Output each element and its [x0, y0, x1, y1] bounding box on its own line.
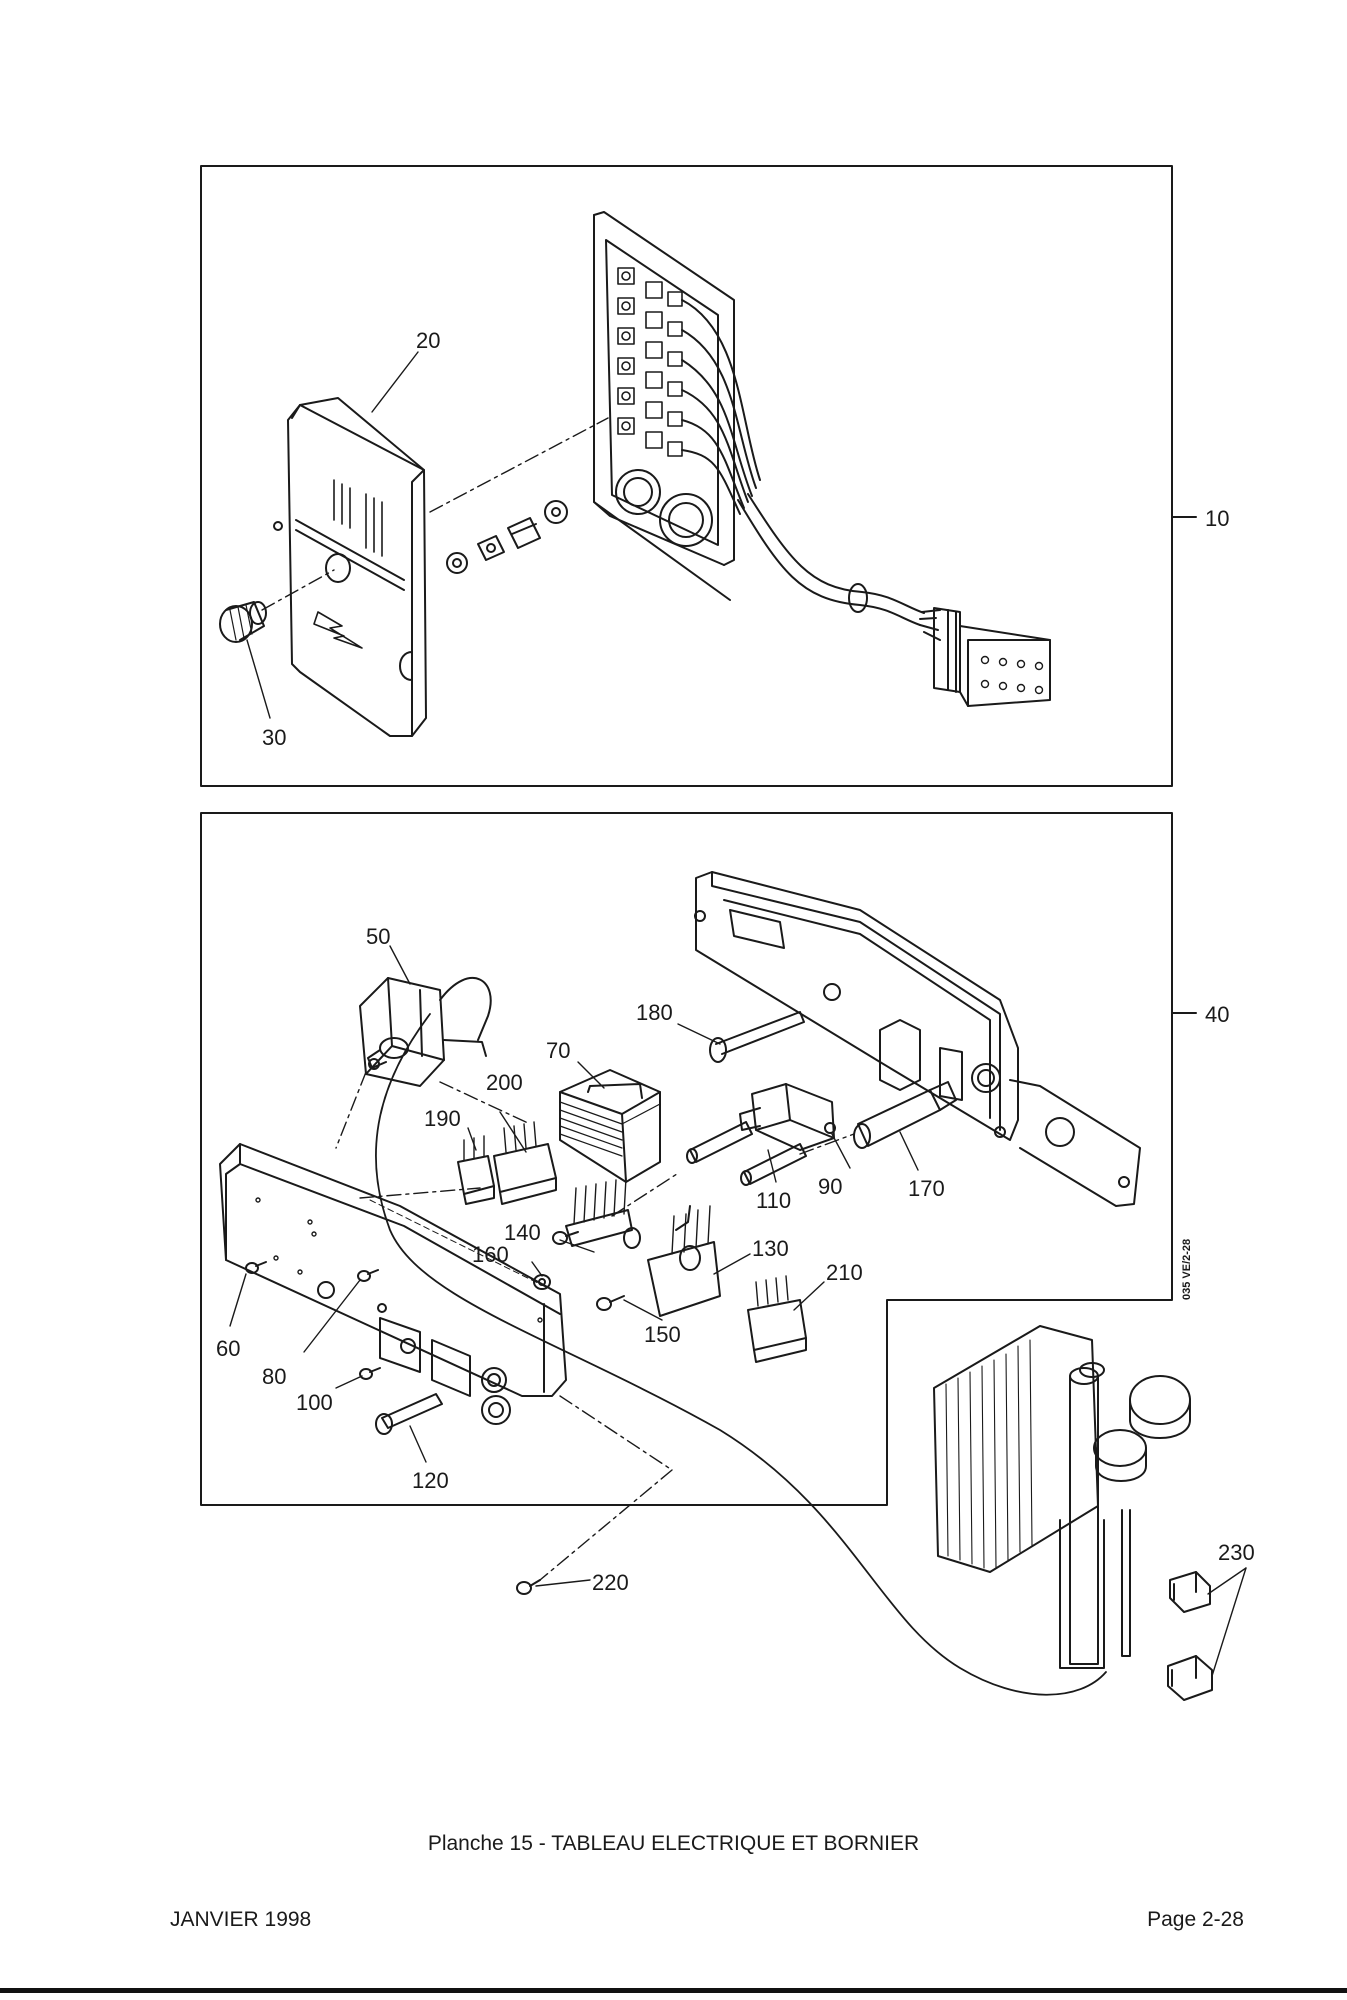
part-label-40: 40	[1205, 1002, 1229, 1027]
fixing-hardware	[446, 500, 568, 574]
fixing-rod	[709, 1011, 805, 1063]
bottom-rule	[0, 1988, 1347, 1993]
part-label-80: 80	[262, 1364, 286, 1389]
cover-knob	[219, 601, 267, 643]
terminal-cover	[273, 397, 427, 737]
part-label-160: 160	[472, 1242, 509, 1267]
drawing-code: 035 VE/2-28	[1181, 1239, 1193, 1300]
rear-housing	[694, 871, 1141, 1207]
selector-switch	[739, 1083, 836, 1151]
relay-block	[647, 1205, 721, 1317]
leaders-top	[246, 351, 419, 719]
assembly-lines-top	[261, 417, 609, 611]
part-label-100: 100	[296, 1390, 333, 1415]
part-label-120: 120	[412, 1468, 449, 1493]
part-label-190: 190	[424, 1106, 461, 1131]
pushbutton-rods	[686, 1121, 807, 1186]
connector-190	[457, 1135, 495, 1205]
part-label-10: 10	[1205, 506, 1229, 531]
heat-exchanger	[933, 1325, 1191, 1669]
pilot-lamp	[853, 1081, 957, 1149]
screws	[245, 1231, 625, 1595]
part-label-130: 130	[752, 1236, 789, 1261]
part-label-70: 70	[546, 1038, 570, 1063]
cable-and-connector	[737, 493, 1051, 707]
part-label-90: 90	[818, 1174, 842, 1199]
part-label-110: 110	[756, 1188, 791, 1213]
part-label-200: 200	[486, 1070, 523, 1095]
capillary-tube	[375, 1013, 1107, 1696]
front-control-panel	[219, 1143, 567, 1425]
figure-caption: Planche 15 - TABLEAU ELECTRIQUE ET BORNI…	[427, 1832, 920, 1855]
part-label-180: 180	[636, 1000, 673, 1025]
part-label-20: 20	[416, 328, 440, 353]
bottom-panel-frame	[200, 812, 1173, 1506]
part-label-140: 140	[504, 1220, 541, 1245]
retaining-clips	[1167, 1571, 1213, 1701]
assembly-lines-bottom	[335, 1071, 855, 1581]
connector-210	[747, 1275, 807, 1363]
part-label-230: 230	[1218, 1540, 1255, 1565]
part-label-170: 170	[908, 1176, 945, 1201]
thermostat	[359, 977, 492, 1087]
part-label-30: 30	[262, 725, 286, 750]
pin-header-block	[565, 1177, 641, 1249]
connector-200	[493, 1121, 557, 1205]
top-panel-frame	[200, 165, 1173, 787]
part-label-60: 60	[216, 1336, 240, 1361]
part-label-50: 50	[366, 924, 390, 949]
transformer	[559, 1069, 661, 1183]
footer-date: JANVIER 1998	[170, 1908, 312, 1931]
footer-page-number: Page 2-28	[1147, 1908, 1244, 1931]
terminal-box-housing	[593, 211, 761, 601]
part-label-210: 210	[826, 1260, 863, 1285]
leaders-bottom	[229, 945, 1247, 1677]
part-label-220: 220	[592, 1570, 629, 1595]
part-label-150: 150	[644, 1322, 681, 1347]
